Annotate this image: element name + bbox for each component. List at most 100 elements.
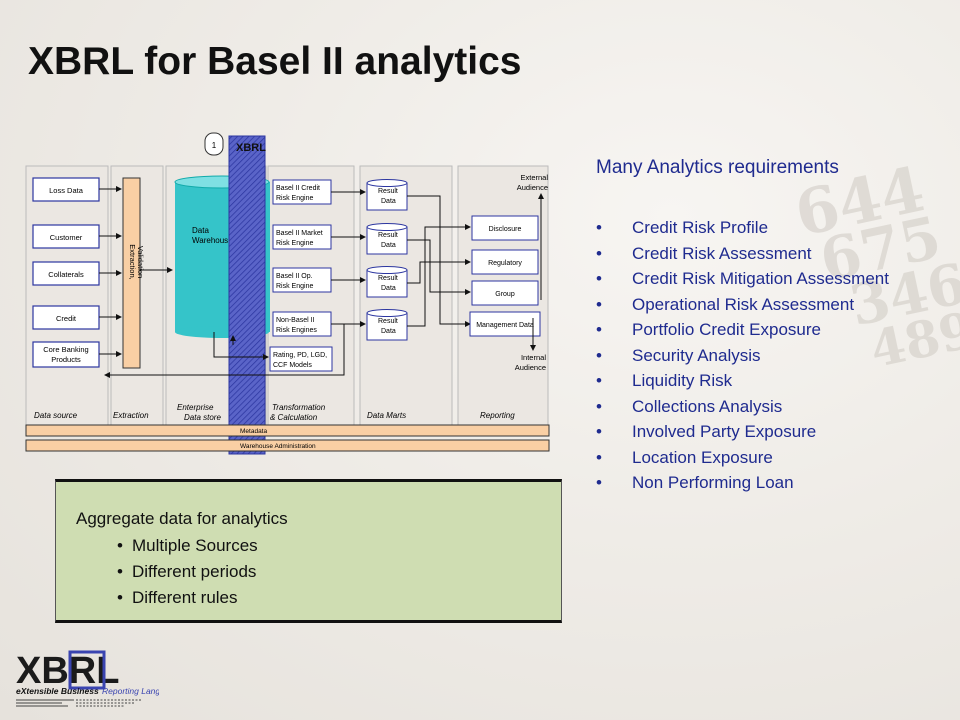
result-data-cylinder: Result Data <box>366 266 408 298</box>
svg-text:1: 1 <box>212 141 217 150</box>
source-label: Credit <box>56 314 77 323</box>
bullet: • <box>596 294 602 314</box>
section-label: Data store <box>184 413 221 422</box>
list-item: • Security Analysis <box>596 345 936 366</box>
svg-text:Risk Engine: Risk Engine <box>276 283 313 290</box>
result-data-cylinder: Result Data <box>366 179 408 211</box>
bullet: • <box>596 473 602 492</box>
svg-text:Data: Data <box>381 328 396 335</box>
result-data-cylinder: Result Data <box>366 309 408 341</box>
svg-text:Basel II Credit: Basel II Credit <box>276 185 320 192</box>
analytics-list: •Credit Risk Profile •Credit Risk Assess… <box>596 217 936 493</box>
source-label: Core Banking <box>43 345 88 354</box>
xbrl-logo: XBRL eXtensible Business Reporting Langu… <box>16 650 159 707</box>
svg-text:Data: Data <box>381 242 396 249</box>
list-item-text: Multiple Sources <box>132 536 258 555</box>
svg-text:Non-Basel II: Non-Basel II <box>276 317 315 324</box>
bullet: • <box>596 447 602 467</box>
logo-tagline: eXtensible Business <box>16 686 99 696</box>
bullet: • <box>596 218 602 237</box>
section-label: Data Marts <box>367 411 406 420</box>
list-item-text: Different rules <box>132 588 238 607</box>
svg-text:Warehouse Administration: Warehouse Administration <box>240 443 316 450</box>
bullet: • <box>117 562 123 581</box>
list-item-text: Credit Risk Assessment <box>632 243 812 263</box>
panel-transformation <box>267 165 355 427</box>
warehouse-admin-bar: Warehouse Administration <box>25 439 550 452</box>
svg-text:Data: Data <box>381 198 396 205</box>
analytics-panel: Many Analytics requirements •Credit Risk… <box>596 157 936 498</box>
list-item: • Operational Risk Assessment <box>596 294 936 315</box>
source-label: Customer <box>50 233 83 242</box>
list-item: • Collections Analysis <box>596 396 936 417</box>
list-item-text: Non Performing Loan <box>632 473 794 492</box>
logo-tagline: Reporting Language <box>102 686 159 696</box>
list-item-text: Different periods <box>132 562 257 581</box>
extraction-validation-bar: Extraction, Validation <box>122 177 145 369</box>
svg-text:Risk Engine: Risk Engine <box>276 240 313 247</box>
report-box: Regulatory <box>471 249 539 275</box>
list-item: •Multiple Sources <box>112 533 258 559</box>
svg-text:Extraction,: Extraction, <box>128 244 137 279</box>
source-label: Products <box>51 355 81 364</box>
bullet: • <box>596 345 602 365</box>
external-audience-label: External <box>520 173 548 182</box>
list-item-text: Security Analysis <box>632 345 761 365</box>
bullet: • <box>596 396 602 416</box>
section-label: Transformation <box>272 403 326 412</box>
engine-box: Basel II Market Risk Engine <box>272 224 332 250</box>
bullet: • <box>596 243 602 263</box>
source-box-loss-data: Loss Data <box>32 177 100 202</box>
report-box: Management Data <box>469 311 541 337</box>
bullet: • <box>596 269 602 288</box>
list-item-text: Collections Analysis <box>632 396 783 416</box>
source-box-collaterals: Collaterals <box>32 261 100 286</box>
logo-text: XBRL <box>16 650 119 692</box>
internal-audience-label: Internal <box>521 353 546 362</box>
result-data-cylinder: Result Data <box>366 223 408 255</box>
list-item: •Involved Party Exposure <box>596 421 936 442</box>
list-item-text: Location Exposure <box>632 447 773 467</box>
source-box-core-banking: Core Banking Products <box>32 341 100 368</box>
section-label: & Calculation <box>270 413 318 422</box>
svg-text:Result: Result <box>378 232 398 239</box>
svg-text:Risk Engine: Risk Engine <box>276 195 313 202</box>
svg-text:Rating, PD, LGD,: Rating, PD, LGD, <box>273 352 327 359</box>
list-item: • Different rules <box>112 585 258 611</box>
report-box: Group <box>471 280 539 306</box>
svg-text:Data: Data <box>381 285 396 292</box>
report-box: Disclosure <box>471 215 539 241</box>
svg-text:Disclosure: Disclosure <box>489 226 522 233</box>
metadata-bar: Metadata <box>25 424 550 437</box>
bullet: • <box>117 588 123 607</box>
section-label: Data source <box>34 411 78 420</box>
svg-text:Result: Result <box>378 318 398 325</box>
list-item: • Different periods <box>112 559 258 585</box>
aggregate-heading: Aggregate data for analytics <box>76 509 288 528</box>
list-item-text: Operational Risk Assessment <box>632 294 855 314</box>
internal-audience-label: Audience <box>515 363 546 372</box>
svg-text:Data: Data <box>192 226 209 235</box>
list-item-text: Credit Risk Mitigation Assessment <box>632 269 889 288</box>
engine-box: Basel II Op. Risk Engine <box>272 267 332 293</box>
list-item: •Liquidity Risk <box>596 370 936 391</box>
engine-box: Non-Basel II Risk Engines <box>272 311 332 337</box>
source-label: Loss Data <box>49 186 84 195</box>
svg-text:Result: Result <box>378 188 398 195</box>
source-box-credit: Credit <box>32 305 100 330</box>
svg-text:Management Data: Management Data <box>476 322 534 329</box>
svg-text:XBRL: XBRL <box>236 142 266 154</box>
svg-text:Basel II Op.: Basel II Op. <box>276 273 313 280</box>
svg-text:Group: Group <box>495 291 515 298</box>
list-item: • Non Performing Loan <box>596 472 936 493</box>
engine-box: Basel II Credit Risk Engine <box>272 179 332 205</box>
svg-text:Result: Result <box>378 275 398 282</box>
list-item: •Portfolio Credit Exposure <box>596 319 936 340</box>
section-label: Enterprise <box>177 403 214 412</box>
section-label: Extraction <box>113 411 149 420</box>
svg-text:Regulatory: Regulatory <box>488 260 522 267</box>
svg-text:Basel II Market: Basel II Market <box>276 230 323 237</box>
aggregate-list: •Multiple Sources • Different periods • Di… <box>112 533 258 611</box>
source-label: Collaterals <box>48 270 84 279</box>
